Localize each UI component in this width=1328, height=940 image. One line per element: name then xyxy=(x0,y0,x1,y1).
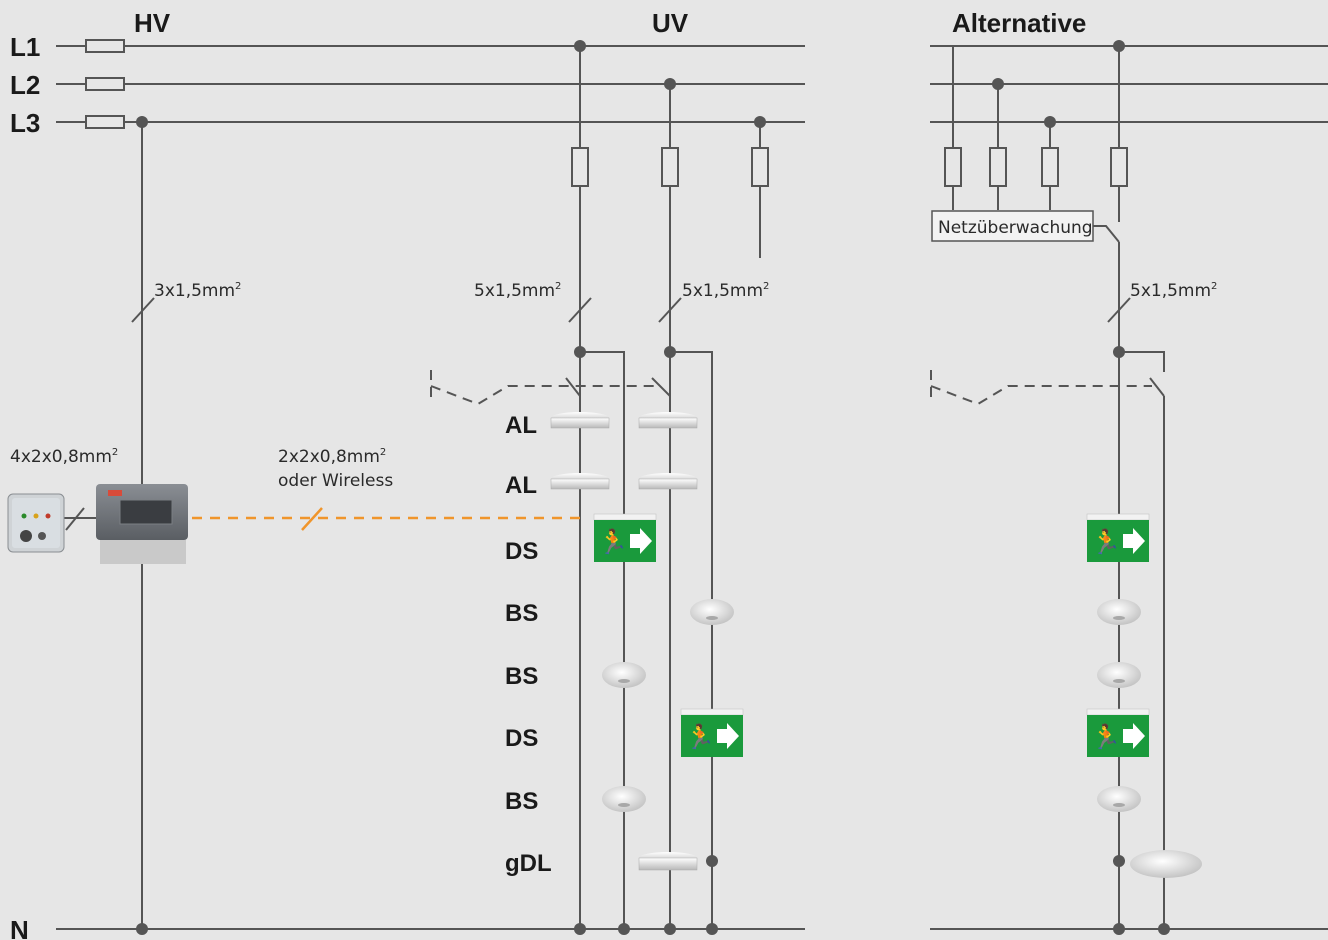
svg-text:🏃: 🏃 xyxy=(1091,723,1121,751)
section-title-uv: UV xyxy=(652,8,689,38)
monitor-box xyxy=(931,210,1094,242)
ceiling-light xyxy=(550,473,610,490)
exit-sign: 🏃 xyxy=(1086,513,1150,562)
section-title-hv: HV xyxy=(134,8,171,38)
cable-label-bus: 2x2x0,8mm2 xyxy=(278,447,386,467)
spot-light xyxy=(690,599,734,625)
spot-light xyxy=(602,786,646,812)
row-label: BS xyxy=(505,788,538,815)
test-panel xyxy=(7,493,65,553)
row-label: DS xyxy=(505,725,538,752)
exit-sign: 🏃 xyxy=(680,708,744,757)
cable-label-uv-right: 5x1,5mm2 xyxy=(682,281,769,301)
uv-dashed-link xyxy=(430,370,660,406)
hv-feed xyxy=(131,122,155,929)
junctions-alt xyxy=(992,40,1170,935)
row-label: AL xyxy=(505,412,537,439)
ceiling-light xyxy=(638,473,698,490)
monitor-box-label: Netzüberwachung xyxy=(938,218,1093,238)
alt-fuses xyxy=(944,147,1128,187)
svg-text:🏃: 🏃 xyxy=(1091,528,1121,556)
row-label: DS xyxy=(505,538,538,565)
alt-dashed-link xyxy=(930,370,1152,406)
ceiling-light xyxy=(638,412,698,429)
phase-label-l1: L1 xyxy=(10,32,40,62)
cable-label-alt: 5x1,5mm2 xyxy=(1130,281,1217,301)
ceiling-light xyxy=(550,412,610,429)
section-title-alt: Alternative xyxy=(952,8,1086,38)
neutral-label: N xyxy=(10,915,29,940)
cable-label-main: 3x1,5mm2 xyxy=(154,281,241,301)
control-cabinet xyxy=(96,484,188,564)
cable-label-panel: 4x2x0,8mm2 xyxy=(10,447,118,467)
cable-label-uv-left: 5x1,5mm2 xyxy=(474,281,561,301)
row-label: gDL xyxy=(505,850,552,877)
svg-text:🏃: 🏃 xyxy=(598,528,628,556)
phase-label-l2: L2 xyxy=(10,70,40,100)
cable-label-bus-wireless: oder Wireless xyxy=(278,471,393,491)
spot-light xyxy=(1097,786,1141,812)
exit-sign: 🏃 xyxy=(1086,708,1150,757)
spot-light xyxy=(1097,599,1141,625)
panel-cable-mark xyxy=(65,507,85,531)
row-label: BS xyxy=(505,600,538,627)
row-label: BS xyxy=(505,663,538,690)
ceiling-light xyxy=(638,852,698,871)
uv-fuses xyxy=(571,147,769,187)
svg-text:🏃: 🏃 xyxy=(685,723,715,751)
exit-sign: 🏃 xyxy=(593,513,657,562)
junctions-main xyxy=(136,40,766,935)
busbars-main xyxy=(56,45,805,930)
busbars-alt xyxy=(930,45,1328,930)
spot-light xyxy=(1097,662,1141,688)
main-fuses xyxy=(85,39,125,129)
phase-label-l3: L3 xyxy=(10,108,40,138)
row-label: AL xyxy=(505,472,537,499)
bus-line xyxy=(192,507,584,531)
dome-light xyxy=(1130,850,1202,878)
spot-light xyxy=(602,662,646,688)
